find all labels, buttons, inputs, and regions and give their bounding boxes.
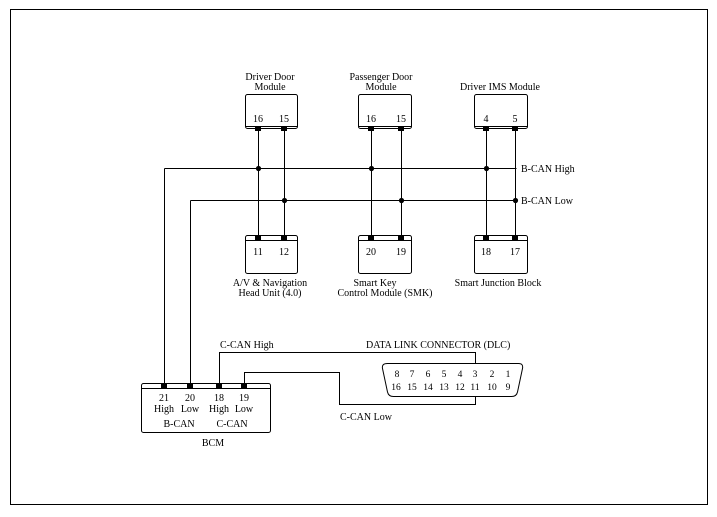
bcm-pin-21: 21	[159, 393, 169, 404]
bcm-pin-20: 20	[185, 393, 195, 404]
bcm-pin-19: 19	[239, 393, 249, 404]
dlc-pin-8: 8	[395, 370, 400, 380]
splice-dot	[281, 197, 288, 204]
passenger-door-connector-box	[358, 94, 412, 129]
smart-key-connector-box	[358, 235, 412, 274]
smart-key-module: 20 19 Smart Key Control Module (SMK)	[338, 235, 433, 299]
bcm-title: BCM	[202, 438, 224, 449]
driver-ims-module: Driver IMS Module 4 5	[460, 82, 541, 131]
driver-door-title-line2: Module	[254, 82, 286, 93]
driver-ims-pin-1: 4	[484, 114, 489, 125]
dlc-pin-2: 2	[490, 370, 495, 380]
passenger-door-module: Passenger Door Module 16 15	[349, 72, 413, 131]
sjb-title: Smart Junction Block	[455, 278, 542, 289]
pin-terminal	[368, 127, 374, 131]
pin-terminal	[368, 236, 374, 240]
driver-ims-pin-2: 5	[513, 114, 518, 125]
bcan-low-label: B-CAN Low	[521, 196, 574, 207]
splice-dot	[368, 165, 375, 172]
av-navigation-title-line1: A/V & Navigation	[233, 278, 307, 289]
av-navigation-pin-2: 12	[279, 247, 289, 258]
splice-dot	[512, 197, 519, 204]
bcm-pin-19-label: Low	[235, 404, 254, 415]
splice-dot	[398, 197, 405, 204]
dlc-pin-5: 5	[442, 370, 447, 380]
smart-key-pin-2: 19	[396, 247, 406, 258]
pin-terminal	[187, 384, 193, 388]
passenger-door-pin-2: 15	[396, 114, 406, 125]
passenger-door-title-line2: Module	[365, 82, 397, 93]
pin-terminal	[281, 236, 287, 240]
dlc-pin-13: 13	[439, 383, 449, 393]
dlc-pin-1: 1	[506, 370, 511, 380]
dlc-pin-7: 7	[410, 370, 415, 380]
bcm-pin-20-label: Low	[181, 404, 200, 415]
dlc-pin-14: 14	[423, 383, 433, 393]
pin-terminal	[241, 384, 247, 388]
av-navigation-title-line2: Head Unit (4.0)	[238, 288, 301, 299]
smart-key-title-line1: Smart Key	[353, 278, 396, 289]
ccan-high-wire	[219, 352, 476, 383]
dlc-pin-9: 9	[506, 383, 511, 393]
sjb-connector-box	[474, 235, 528, 274]
driver-door-pin-2: 15	[279, 114, 289, 125]
bcan-bus-wires: B-CAN High B-CAN Low	[164, 131, 575, 383]
av-navigation-pin-1: 11	[253, 247, 263, 258]
bcm-module: 21 20 18 19 High Low High Low B-CAN C-CA…	[141, 383, 271, 449]
splice-dot	[483, 165, 490, 172]
pin-terminal	[281, 127, 287, 131]
diagram-frame	[10, 9, 708, 505]
splice-dot	[255, 165, 262, 172]
dlc-pin-16: 16	[391, 383, 401, 393]
dlc-bottom-row: 16 15 14 13 12 11 10 9	[391, 383, 510, 393]
pin-terminal	[255, 236, 261, 240]
av-navigation-connector-box	[245, 235, 298, 274]
pin-terminal	[398, 236, 404, 240]
ccan-low-label: C-CAN Low	[340, 412, 393, 423]
pin-terminal	[512, 127, 518, 131]
pin-terminal	[398, 127, 404, 131]
dlc-pin-11: 11	[470, 383, 479, 393]
pin-terminal	[161, 384, 167, 388]
smart-junction-block: 18 17 Smart Junction Block	[455, 235, 542, 289]
ccan-high-label: C-CAN High	[220, 340, 274, 351]
driver-door-title-line1: Driver Door	[245, 72, 295, 83]
pin-terminal	[216, 384, 222, 388]
dlc-housing	[381, 363, 524, 397]
pin-terminal	[483, 127, 489, 131]
pin-terminal	[512, 236, 518, 240]
dlc-title: DATA LINK CONNECTOR (DLC)	[366, 340, 510, 351]
bcm-pin-18-label: High	[209, 404, 229, 415]
driver-door-module: Driver Door Module 16 15	[245, 72, 298, 131]
bcm-ccan-group-label: C-CAN	[216, 419, 247, 430]
bcm-pin-18: 18	[214, 393, 224, 404]
driver-ims-title: Driver IMS Module	[460, 82, 541, 93]
dlc-pin-12: 12	[455, 383, 465, 393]
pin-terminal	[483, 236, 489, 240]
smart-key-title-line2: Control Module (SMK)	[338, 288, 433, 299]
bcm-connector-box	[141, 383, 271, 433]
dlc-pin-6: 6	[426, 370, 431, 380]
dlc-pin-3: 3	[473, 370, 478, 380]
driver-ims-connector-box	[474, 94, 528, 129]
ccan-low-wire	[244, 372, 476, 405]
dlc-pin-10: 10	[487, 383, 497, 393]
av-navigation-module: 11 12 A/V & Navigation Head Unit (4.0)	[233, 235, 307, 299]
bcan-high-label: B-CAN High	[521, 164, 575, 175]
bcm-bcan-group-label: B-CAN	[163, 419, 194, 430]
pin-terminal	[255, 127, 261, 131]
driver-door-pin-1: 16	[253, 114, 263, 125]
passenger-door-title-line1: Passenger Door	[349, 72, 413, 83]
bcm-pin-21-label: High	[154, 404, 174, 415]
smart-key-pin-1: 20	[366, 247, 376, 258]
dlc-pin-4: 4	[458, 370, 463, 380]
dlc-pin-15: 15	[407, 383, 417, 393]
sjb-pin-1: 18	[481, 247, 491, 258]
passenger-door-pin-1: 16	[366, 114, 376, 125]
sjb-pin-2: 17	[510, 247, 520, 258]
driver-door-connector-box	[245, 94, 298, 129]
